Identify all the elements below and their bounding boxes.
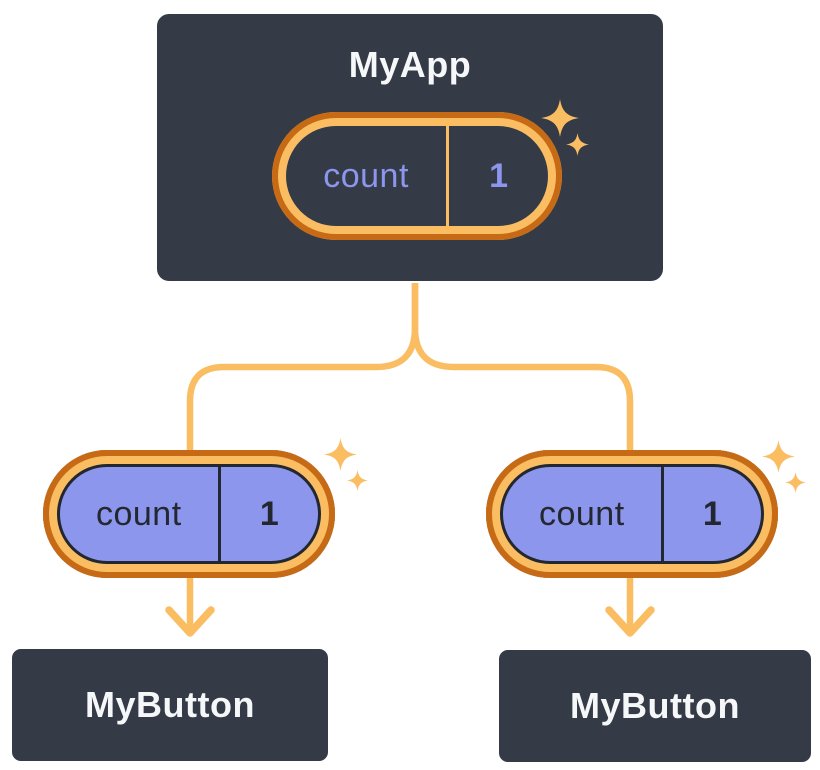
state-pill-right-child: count 1	[486, 450, 778, 578]
state-key: count	[323, 156, 409, 195]
state-value: 1	[702, 494, 722, 533]
pill-divider	[217, 467, 221, 561]
component-title: MyButton	[85, 684, 255, 725]
state-key: count	[95, 494, 182, 533]
state-pill-parent: count 1	[272, 112, 562, 240]
sparkle-icon	[762, 440, 806, 493]
sparkle-icon	[541, 99, 589, 156]
state-value: 1	[489, 156, 509, 195]
component-title: MyButton	[570, 685, 740, 726]
branch-line-right	[411, 280, 634, 462]
pill-divider	[660, 467, 664, 561]
arrow-left-head	[165, 606, 215, 637]
sparkle-icon	[324, 438, 368, 491]
arrow-right-head	[605, 606, 655, 637]
pill-divider	[446, 126, 450, 226]
component-title: MyApp	[348, 44, 472, 85]
state-value: 1	[259, 494, 279, 533]
state-pill-left-child: count 1	[43, 450, 335, 578]
component-node-mybutton-left: MyButton	[10, 647, 330, 763]
state-key: count	[538, 494, 625, 533]
branch-line-left	[186, 280, 419, 462]
component-node-mybutton-right: MyButton	[497, 648, 813, 764]
